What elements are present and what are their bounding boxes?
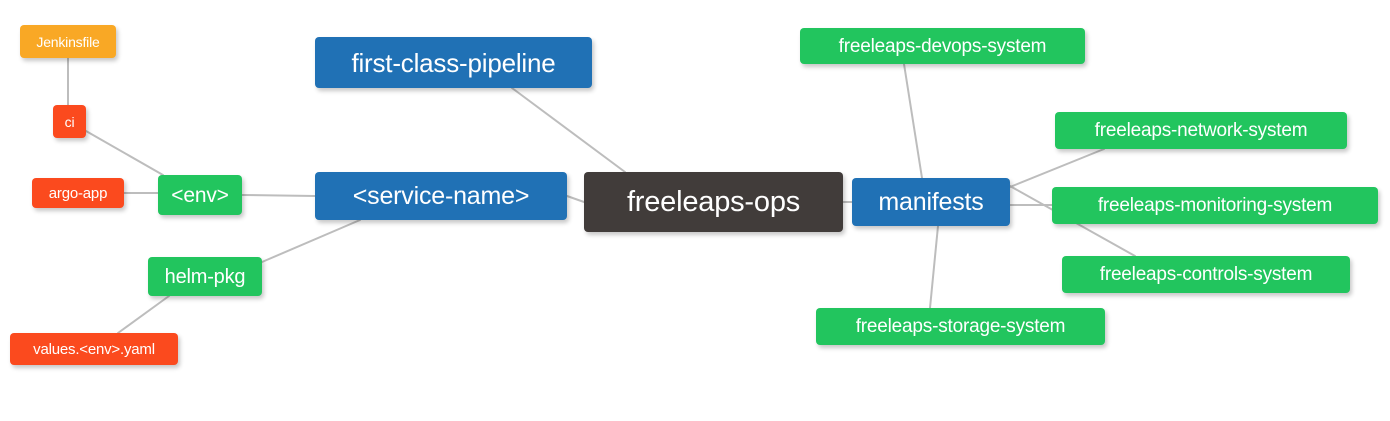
node-ci[interactable]: ci <box>53 105 86 138</box>
node-env[interactable]: <env> <box>158 175 242 215</box>
node-storage[interactable]: freeleaps-storage-system <box>816 308 1105 345</box>
node-network[interactable]: freeleaps-network-system <box>1055 112 1347 149</box>
edge-service-helm <box>261 219 361 263</box>
edge-manifests-network <box>1009 148 1105 188</box>
node-controls[interactable]: freeleaps-controls-system <box>1062 256 1350 293</box>
node-helm-pkg[interactable]: helm-pkg <box>148 257 262 296</box>
node-jenkinsfile[interactable]: Jenkinsfile <box>20 25 116 58</box>
edge-helm-values <box>117 295 170 334</box>
node-argo-app[interactable]: argo-app <box>32 178 124 208</box>
edge-service-env <box>241 194 316 197</box>
node-values-yaml[interactable]: values.<env>.yaml <box>10 333 178 365</box>
node-manifests[interactable]: manifests <box>852 178 1010 226</box>
edge-root-service <box>566 195 585 203</box>
edge-manifests-storage <box>929 225 939 309</box>
node-devops[interactable]: freeleaps-devops-system <box>800 28 1085 64</box>
node-root[interactable]: freeleaps-ops <box>584 172 843 232</box>
node-monitoring[interactable]: freeleaps-monitoring-system <box>1052 187 1378 224</box>
edge-env-ci <box>85 130 164 176</box>
node-service-name[interactable]: <service-name> <box>315 172 567 220</box>
edge-root-pipeline <box>511 87 626 173</box>
edge-manifests-devops <box>903 63 923 179</box>
node-pipeline[interactable]: first-class-pipeline <box>315 37 592 88</box>
